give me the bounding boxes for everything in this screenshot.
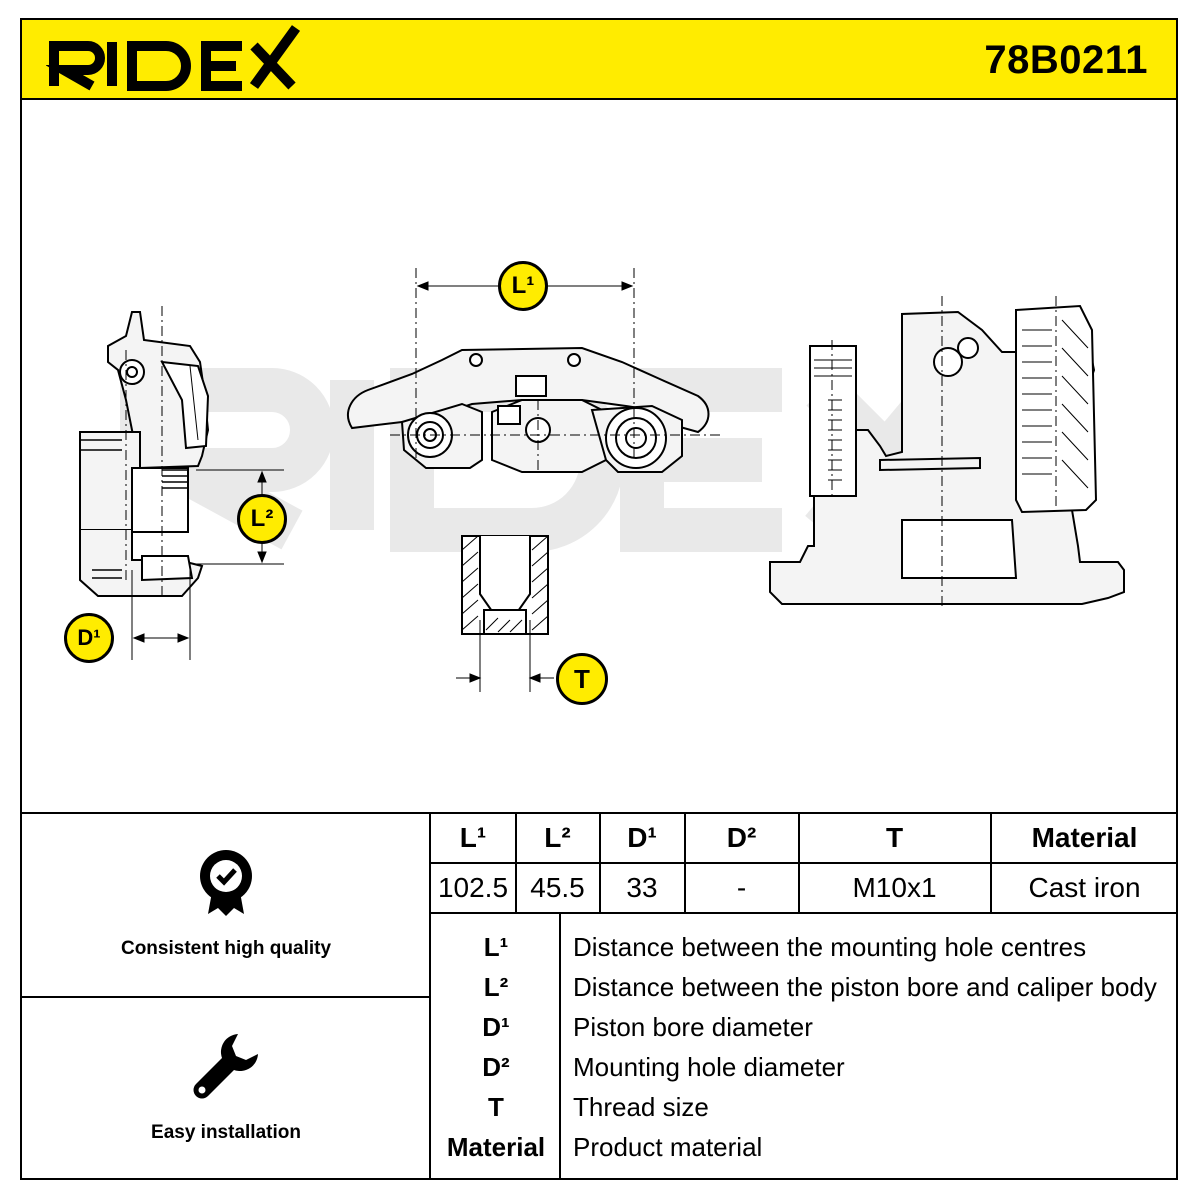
- spec-value-d1: 33: [626, 871, 658, 903]
- badge-l2: L²: [237, 494, 287, 544]
- features-row-divider: [20, 996, 430, 998]
- legend-desc-t: Thread size: [573, 1092, 709, 1122]
- caliper-side-view: [79, 311, 210, 597]
- technical-drawing: [22, 100, 1176, 812]
- badge-l2-label: L²: [250, 505, 274, 532]
- legend-desc-material: Product material: [573, 1132, 763, 1162]
- spec-value-l2: 45.5: [530, 871, 585, 903]
- spec-header-divider: [430, 862, 1178, 864]
- legend-symbol-material: Material: [446, 1132, 546, 1162]
- spec-table-bottom: [430, 912, 1178, 914]
- wrench-icon: [190, 1030, 262, 1102]
- feature-label-quality: Consistent high quality: [120, 938, 332, 959]
- legend-symbol-l1: L¹: [483, 932, 509, 962]
- spec-header-d2: D²: [726, 822, 757, 853]
- badge-l1-label: L¹: [511, 272, 535, 299]
- quality-badge-icon: [196, 848, 256, 918]
- caliper-rear-centerlines: [831, 296, 1057, 610]
- spec-header-d1: D¹: [627, 822, 657, 853]
- spec-col-divider-3: [684, 813, 686, 913]
- legend-desc-d2: Mounting hole diameter: [573, 1052, 845, 1082]
- spec-header-t: T: [885, 822, 904, 853]
- header-bar: 78B0211: [20, 18, 1178, 100]
- features-divider: [429, 812, 431, 1180]
- legend-desc-l1: Distance between the mounting hole centr…: [573, 932, 1087, 962]
- thread-hatching: [461, 535, 549, 633]
- ridex-logo: [46, 24, 306, 96]
- legend-desc-d1: Piston bore diameter: [573, 1012, 813, 1042]
- spec-col-divider-1: [515, 813, 517, 913]
- spec-col-divider-4: [798, 813, 800, 913]
- spec-col-divider-5: [990, 813, 992, 913]
- thread-section: [461, 535, 549, 635]
- legend-symbol-t: T: [488, 1092, 504, 1122]
- spec-value-d2: -: [736, 871, 747, 903]
- caliper-side-centerline: [125, 306, 163, 600]
- part-number: 78B0211: [984, 38, 1148, 82]
- legend-desc-l2: Distance between the piston bore and cal…: [573, 972, 1157, 1002]
- caliper-front-view: [347, 346, 710, 473]
- spec-header-l2: L²: [544, 822, 571, 853]
- badge-t: T: [556, 653, 608, 705]
- t-dimension: [456, 620, 554, 692]
- legend-col-divider: [559, 913, 561, 1180]
- l2-dimension: [196, 469, 284, 565]
- legend-symbol-d1: D¹: [482, 1012, 510, 1042]
- spec-value-t: M10x1: [852, 871, 937, 903]
- spec-value-material: Cast iron: [1028, 871, 1141, 903]
- badge-d1: D¹: [64, 613, 114, 663]
- d1-dimension: [131, 570, 191, 660]
- caliper-rear-view: [769, 304, 1125, 605]
- badge-l1: L¹: [498, 261, 548, 311]
- spec-col-divider-2: [599, 813, 601, 913]
- rear-hatching: [814, 319, 1089, 489]
- badge-d1-label: D¹: [77, 625, 101, 650]
- caliper-front-centerlines: [390, 268, 722, 472]
- feature-label-installation: Easy installation: [151, 1122, 301, 1143]
- spec-header-material: Material: [1031, 822, 1138, 853]
- legend-symbol-d2: D²: [482, 1052, 510, 1082]
- spec-header-l1: L¹: [459, 822, 487, 853]
- badge-t-label: T: [574, 663, 590, 694]
- spec-value-l1: 102.5: [437, 871, 509, 903]
- legend-symbol-l2: L²: [483, 972, 509, 1002]
